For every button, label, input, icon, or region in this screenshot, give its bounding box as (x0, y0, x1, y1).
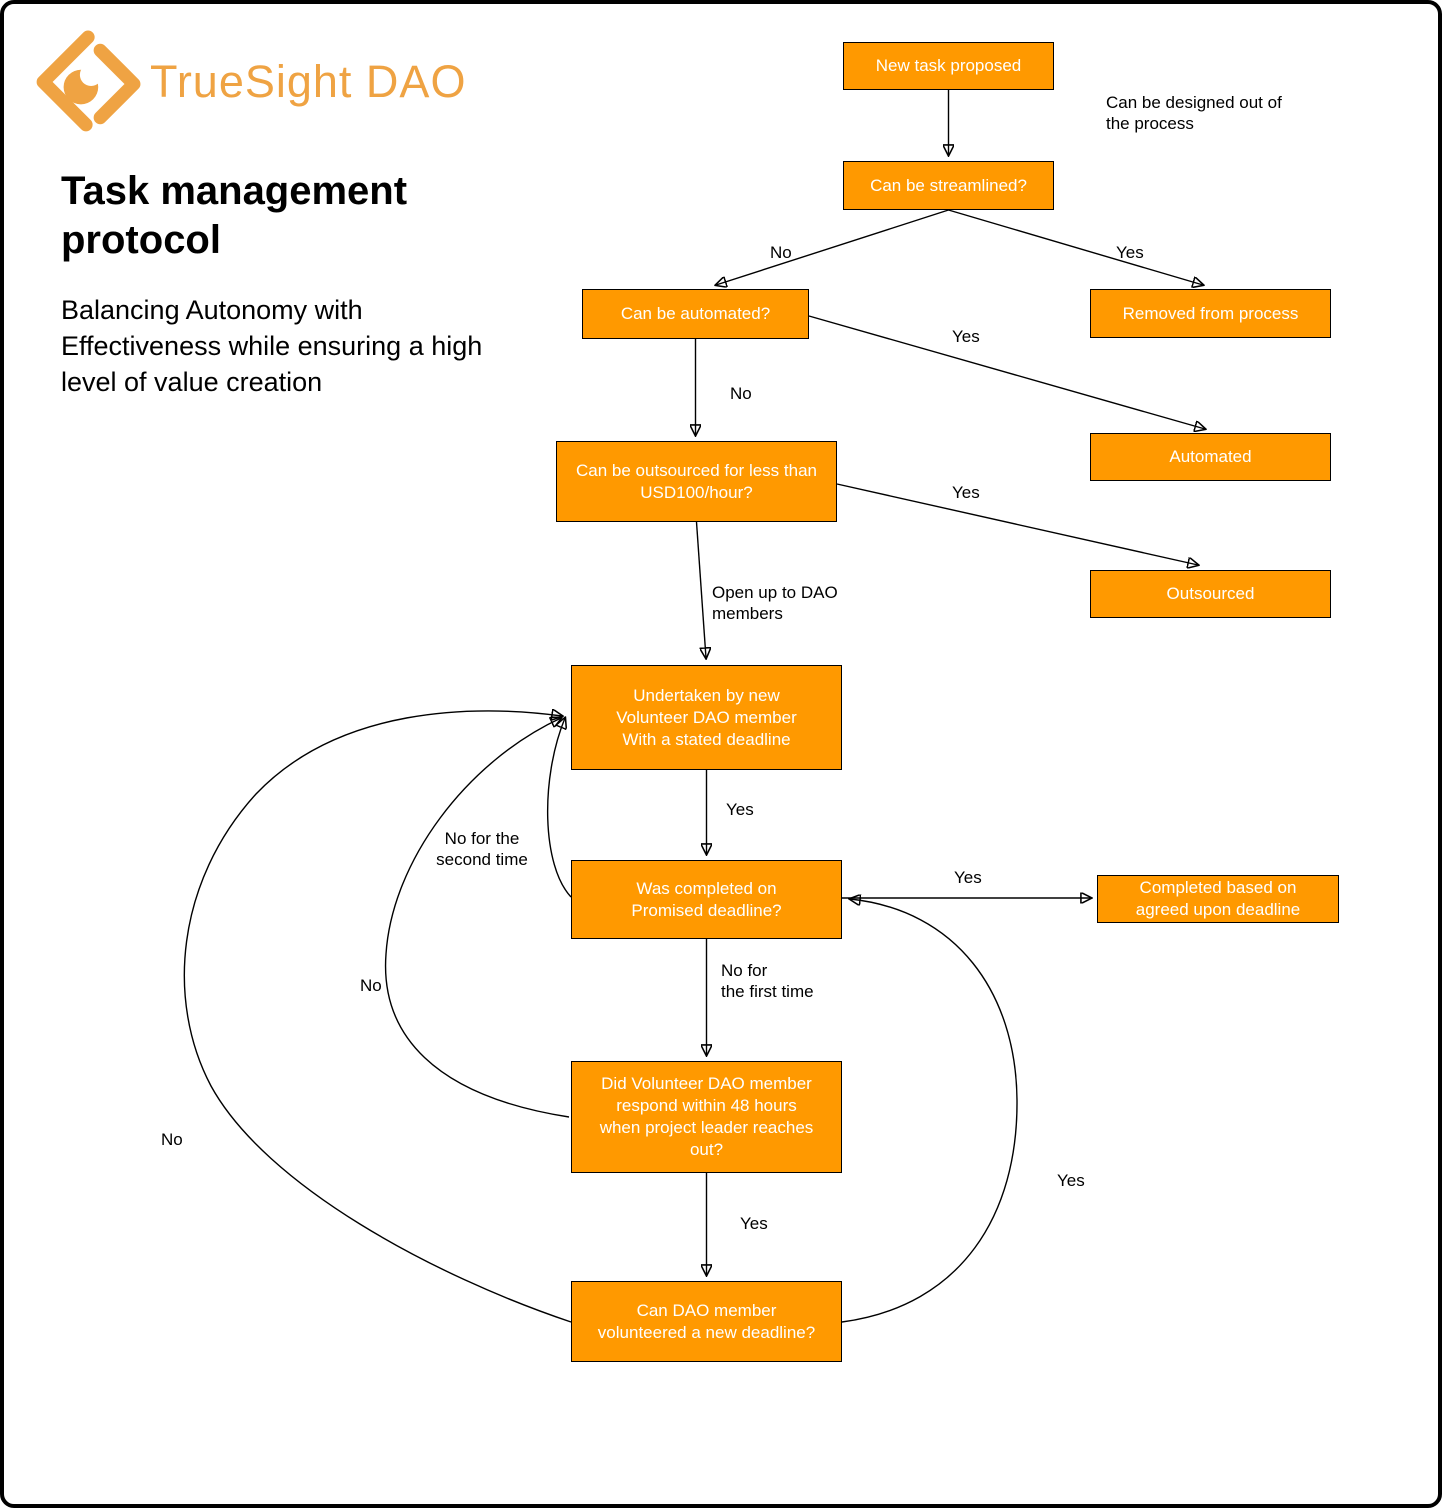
edge-newdeadline-wascompleted-yes (841, 899, 1018, 1323)
edge-outsourcedq-undertaken (695, 521, 707, 658)
edge-label-automated-no: No (730, 384, 752, 403)
edge-streamlined-automatedq-no (716, 209, 949, 285)
edge-didrespond-undertaken-no (384, 718, 570, 1118)
edge-label-streamlined-no: No (770, 243, 792, 262)
node-can-volunteer-new-deadline: Can DAO member volunteered a new deadlin… (571, 1281, 842, 1362)
logo-wordmark: TrueSight DAO (150, 56, 467, 107)
node-automated: Automated (1090, 433, 1331, 481)
node-can-be-streamlined: Can be streamlined? (843, 161, 1054, 210)
node-completed-on-agreed-deadline: Completed based on agreed upon deadline (1097, 875, 1339, 923)
edge-label-didrespond-no: No (360, 976, 382, 995)
node-new-task: New task proposed (843, 42, 1054, 90)
node-did-volunteer-respond: Did Volunteer DAO member respond within … (571, 1061, 842, 1173)
edge-outsourcedq-outsourced-yes (836, 483, 1198, 565)
node-undertaken-by-volunteer: Undertaken by new Volunteer DAO member W… (571, 665, 842, 770)
edge-label-undertaken-yes: Yes (726, 800, 754, 819)
edge-label-newdeadline-yes: Yes (1057, 1171, 1085, 1190)
edge-wascompleted-undertaken-no2 (547, 718, 572, 898)
edge-streamlined-removed-yes (948, 209, 1204, 285)
edge-newdeadline-undertaken-no (183, 711, 572, 1323)
edge-label-newdeadline-no: No (161, 1130, 183, 1149)
page-subtitle: Balancing Autonomy with Effectiveness wh… (61, 295, 483, 397)
page-title: Task management protocol (61, 169, 408, 262)
edge-label-no-second-time: No for the second time (436, 829, 528, 869)
node-can-be-automated: Can be automated? (582, 289, 809, 339)
edge-label-completed-yes: Yes (954, 868, 982, 887)
edge-label-open-up-to-dao: Open up to DAO members (712, 583, 838, 623)
truesight-dao-logo-icon (36, 30, 141, 132)
edge-label-no-first-time: No for the first time (721, 961, 814, 1001)
node-outsourced: Outsourced (1090, 570, 1331, 618)
annotation-designed-out: Can be designed out of the process (1106, 93, 1282, 133)
node-was-completed-on-deadline: Was completed on Promised deadline? (571, 860, 842, 939)
node-can-be-outsourced: Can be outsourced for less than USD100/h… (556, 441, 837, 522)
edge-label-didrespond-yes: Yes (740, 1214, 768, 1233)
node-removed-from-process: Removed from process (1090, 289, 1331, 338)
edge-label-automated-yes: Yes (952, 327, 980, 346)
edge-label-streamlined-yes: Yes (1116, 243, 1144, 262)
edge-label-outsourced-yes: Yes (952, 483, 980, 502)
